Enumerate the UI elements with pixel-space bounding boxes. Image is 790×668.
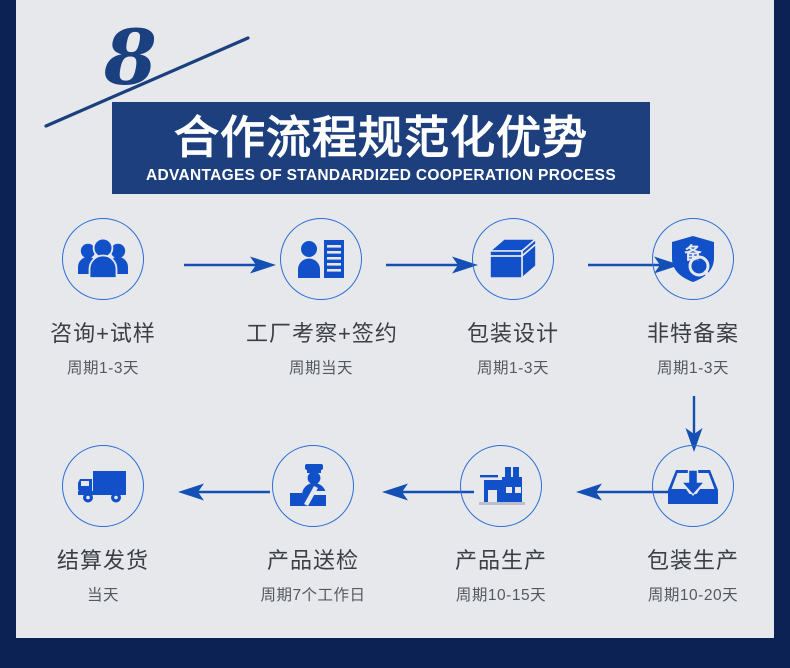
step-icon-circle xyxy=(62,445,144,527)
step-duration: 周期10-15天 xyxy=(455,587,547,604)
step-duration: 周期1-3天 xyxy=(477,360,549,377)
flow-row-2: 结算发货 当天 xyxy=(16,445,774,630)
shield-glyph: 备 xyxy=(684,243,703,264)
flow-step-packaging-production[interactable]: 包装生产 周期10-20天 xyxy=(618,445,768,605)
step-duration: 周期1-3天 xyxy=(657,360,729,377)
step-icon-circle xyxy=(460,445,542,527)
shield-search-record-icon: 备 xyxy=(672,236,715,282)
step-duration: 周期1-3天 xyxy=(67,360,139,377)
step-title: 包装设计 xyxy=(466,321,559,346)
step-title: 产品送检 xyxy=(266,548,359,573)
flow-step-settlement-delivery[interactable]: 结算发货 当天 xyxy=(28,445,178,605)
group-people-icon xyxy=(78,237,128,279)
inbox-download-icon xyxy=(668,469,718,504)
flow-step-product-inspection[interactable]: 产品送检 周期7个工作日 xyxy=(238,445,388,605)
step-duration: 周期当天 xyxy=(288,360,353,377)
arrow-right-icon xyxy=(184,256,276,274)
arrow-down-icon xyxy=(685,396,703,452)
content-panel: 8 合作流程规范化优势 ADVANTAGES OF STANDARDIZED C… xyxy=(16,0,774,638)
person-document-icon xyxy=(298,240,344,278)
step-title: 产品生产 xyxy=(454,548,547,573)
factory-icon xyxy=(479,467,525,505)
diagonal-line-decoration xyxy=(44,36,250,128)
step-title: 工厂考察+签约 xyxy=(246,321,398,346)
flow-step-factory-visit[interactable]: 工厂考察+签约 周期当天 xyxy=(246,218,398,378)
step-icon-circle xyxy=(472,218,554,300)
arrow-right-icon xyxy=(386,256,478,274)
step-title: 非特备案 xyxy=(646,321,739,346)
inspector-icon xyxy=(290,464,326,506)
page-header: 8 合作流程规范化优势 ADVANTAGES OF STANDARDIZED C… xyxy=(16,0,774,200)
title-banner: 合作流程规范化优势 ADVANTAGES OF STANDARDIZED COO… xyxy=(112,102,650,194)
flow-step-product-manufacturing[interactable]: 产品生产 周期10-15天 xyxy=(426,445,576,605)
flow-step-consultation[interactable]: 咨询+试样 周期1-3天 xyxy=(28,218,178,378)
arrow-left-icon xyxy=(178,483,270,501)
flow-step-record-filing[interactable]: 备 非特备案 周期1-3天 xyxy=(618,218,768,378)
step-title: 结算发货 xyxy=(56,548,149,573)
page-title: 合作流程规范化优势 xyxy=(173,112,588,163)
step-duration: 当天 xyxy=(86,587,119,604)
step-icon-circle xyxy=(62,218,144,300)
section-number: 8 xyxy=(104,13,157,102)
step-title: 咨询+试样 xyxy=(50,321,156,346)
step-icon-circle: 备 xyxy=(652,218,734,300)
page-subtitle: ADVANTAGES OF STANDARDIZED COOPERATION P… xyxy=(146,167,616,184)
flow-step-package-design[interactable]: 包装设计 周期1-3天 xyxy=(438,218,588,378)
delivery-truck-icon xyxy=(78,471,126,503)
step-icon-circle xyxy=(272,445,354,527)
flow-row-1: 咨询+试样 周期1-3天 xyxy=(16,218,774,403)
step-icon-circle xyxy=(652,445,734,527)
step-title: 包装生产 xyxy=(646,548,739,573)
step-duration: 周期10-20天 xyxy=(647,587,739,604)
step-duration: 周期7个工作日 xyxy=(260,587,366,604)
step-icon-circle xyxy=(280,218,362,300)
box-package-icon xyxy=(487,237,539,280)
